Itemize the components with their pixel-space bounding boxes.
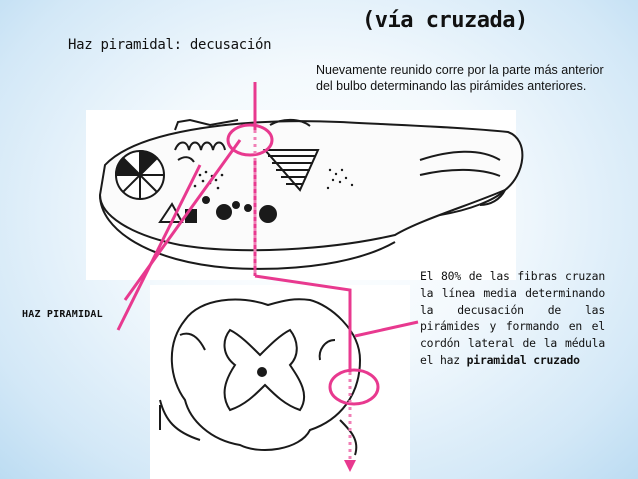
spinal-cord-section [159,298,362,456]
note-top: Nuevamente reunido corre por la parte má… [316,63,604,93]
pyramidal-pathway [116,82,419,406]
slide-subtitle: Haz piramidal: decusación [68,37,272,53]
arrow-head-icon [344,460,356,472]
slide-title: (vía cruzada) [362,8,528,33]
note-right-emphasis: piramidal cruzado [466,352,580,367]
pathway-dotted-segments [253,130,352,460]
note-right: El 80% de las fibras cruzan la línea med… [420,268,605,369]
note-right-text: El 80% de las fibras cruzan la línea med… [420,269,605,367]
label-haz-piramidal: HAZ PIRAMIDAL [22,309,103,320]
